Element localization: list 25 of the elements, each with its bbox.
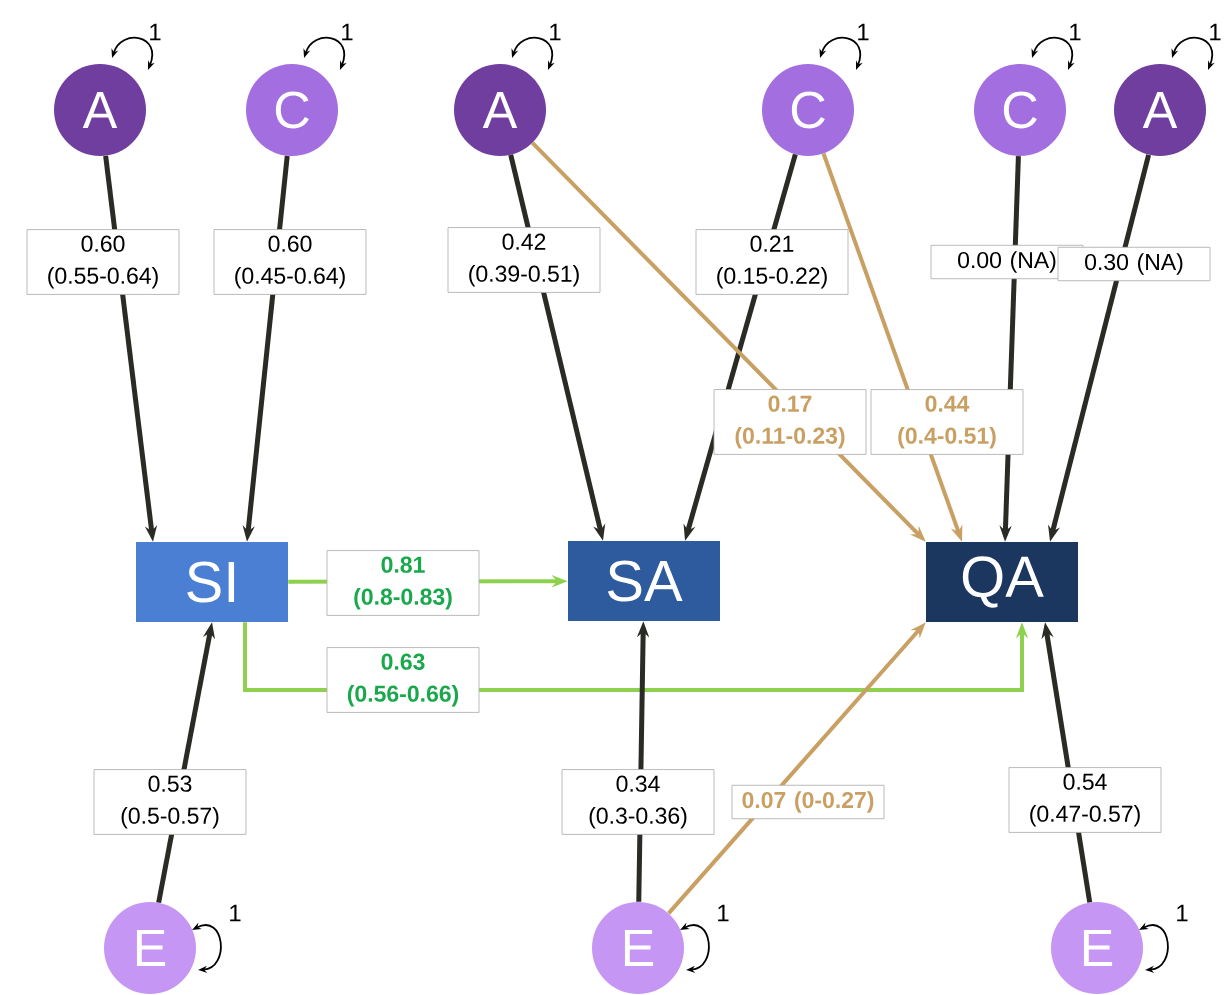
latent-box: QA — [926, 542, 1078, 622]
latent-box: SA — [568, 541, 720, 621]
edge-label: 0.21 (0.15-0.22) — [695, 229, 849, 295]
edge-label: 0.17 (0.11-0.23) — [713, 389, 867, 455]
edge-label: 0.81 (0.8-0.83) — [326, 550, 480, 616]
edge-label: 0.53 (0.5-0.57) — [93, 769, 247, 835]
edge-label: 1 — [342, 23, 353, 41]
edge-label: 0.60 (0.45-0.64) — [213, 229, 367, 295]
edge-label: 1 — [150, 23, 161, 41]
edge-label: 0.34 (0.3-0.36) — [561, 769, 715, 835]
edge-label: 0.30 (NA) — [1057, 246, 1211, 282]
edge-label: 0.54 (0.47-0.57) — [1008, 767, 1162, 833]
edge-label: 0.63 (0.56-0.66) — [326, 647, 480, 713]
edge-label: 0.07 (0-0.27) — [731, 784, 885, 820]
edge-label: 0.60 (0.55-0.64) — [26, 229, 180, 295]
edge-label: 1 — [1070, 23, 1081, 41]
edge-label: 1 — [1177, 904, 1188, 922]
edge-label: 1 — [550, 23, 561, 41]
edge-label: 1 — [858, 23, 869, 41]
edge-label: 1 — [718, 904, 729, 922]
edge-label: 0.44 (0.4-0.51) — [870, 389, 1024, 455]
edge-label: 0.42 (0.39-0.51) — [447, 227, 601, 293]
edge-label: 1 — [1210, 23, 1221, 41]
edge-label: 1 — [230, 904, 241, 922]
latent-box: SI — [136, 542, 288, 622]
